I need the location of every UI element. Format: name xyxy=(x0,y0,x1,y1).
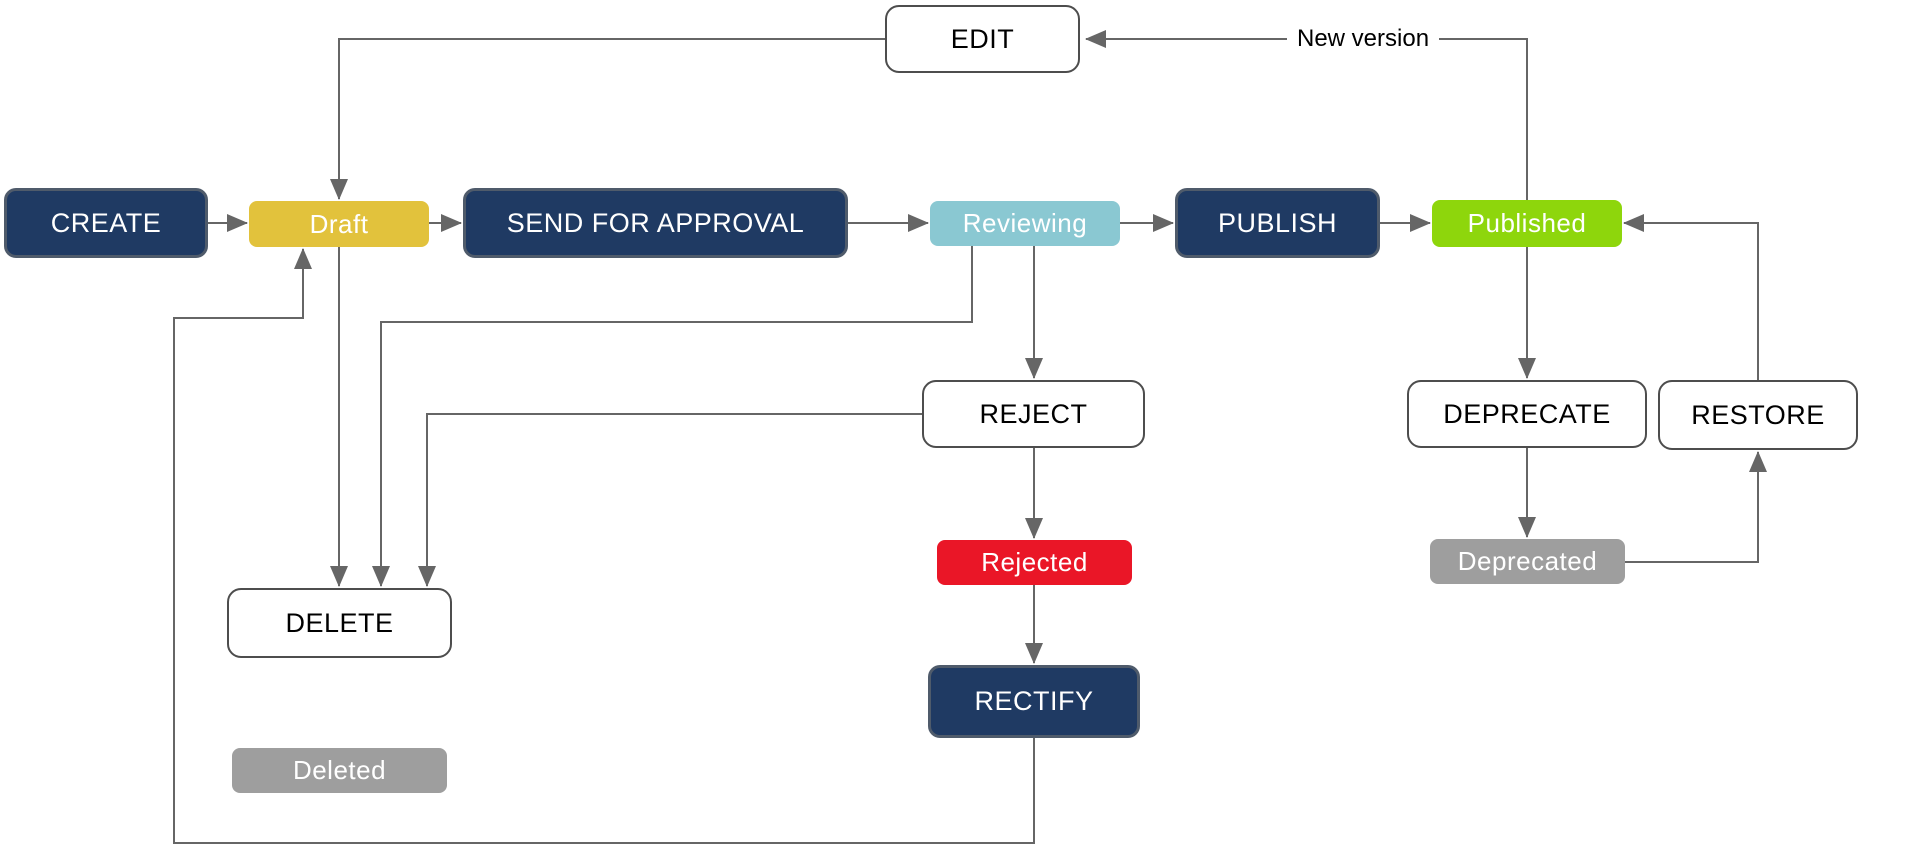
node-deleted-label: Deleted xyxy=(292,755,387,785)
edge-label-new-version: New version xyxy=(1287,22,1440,56)
node-publish-label: PUBLISH xyxy=(1217,207,1338,238)
node-published-label: Published xyxy=(1467,208,1587,238)
node-create: CREATE xyxy=(4,188,208,258)
node-published: Published xyxy=(1432,200,1622,247)
edge-deprecated-restore xyxy=(1625,451,1767,563)
node-delete: DELETE xyxy=(227,588,452,658)
node-create-label: CREATE xyxy=(50,207,162,238)
node-rectify-label: RECTIFY xyxy=(974,686,1094,716)
edge-restore-published xyxy=(1623,214,1759,380)
node-restore: RESTORE xyxy=(1658,380,1858,450)
node-publish: PUBLISH xyxy=(1175,188,1380,258)
node-deprecated: Deprecated xyxy=(1430,539,1625,584)
node-deleted: Deleted xyxy=(232,748,447,793)
node-deprecated-label: Deprecated xyxy=(1457,546,1598,576)
node-deprecate-label: DEPRECATE xyxy=(1443,398,1611,429)
edge-reviewing-delete xyxy=(372,246,973,587)
node-reviewing: Reviewing xyxy=(930,201,1120,246)
node-rectify: RECTIFY xyxy=(928,665,1140,738)
node-send-for-approval: SEND FOR APPROVAL xyxy=(463,188,848,258)
node-draft: Draft xyxy=(249,201,429,247)
node-delete-label: DELETE xyxy=(285,607,394,638)
node-deprecate: DEPRECATE xyxy=(1407,380,1647,448)
node-reject: REJECT xyxy=(922,380,1145,448)
edge-reject-delete xyxy=(418,413,922,587)
node-rejected: Rejected xyxy=(937,540,1132,585)
node-reviewing-label: Reviewing xyxy=(962,208,1088,238)
edge-edit-draft xyxy=(330,38,885,200)
node-reject-label: REJECT xyxy=(979,398,1088,429)
node-send-for-approval-label: SEND FOR APPROVAL xyxy=(506,207,805,238)
node-restore-label: RESTORE xyxy=(1691,399,1825,430)
edge-rectify-draft xyxy=(173,248,1035,844)
node-edit-label: EDIT xyxy=(950,23,1015,54)
node-edit: EDIT xyxy=(885,5,1080,73)
node-rejected-label: Rejected xyxy=(981,547,1088,577)
node-draft-label: Draft xyxy=(309,208,369,239)
edge-published-edit-new-version xyxy=(1085,30,1528,200)
